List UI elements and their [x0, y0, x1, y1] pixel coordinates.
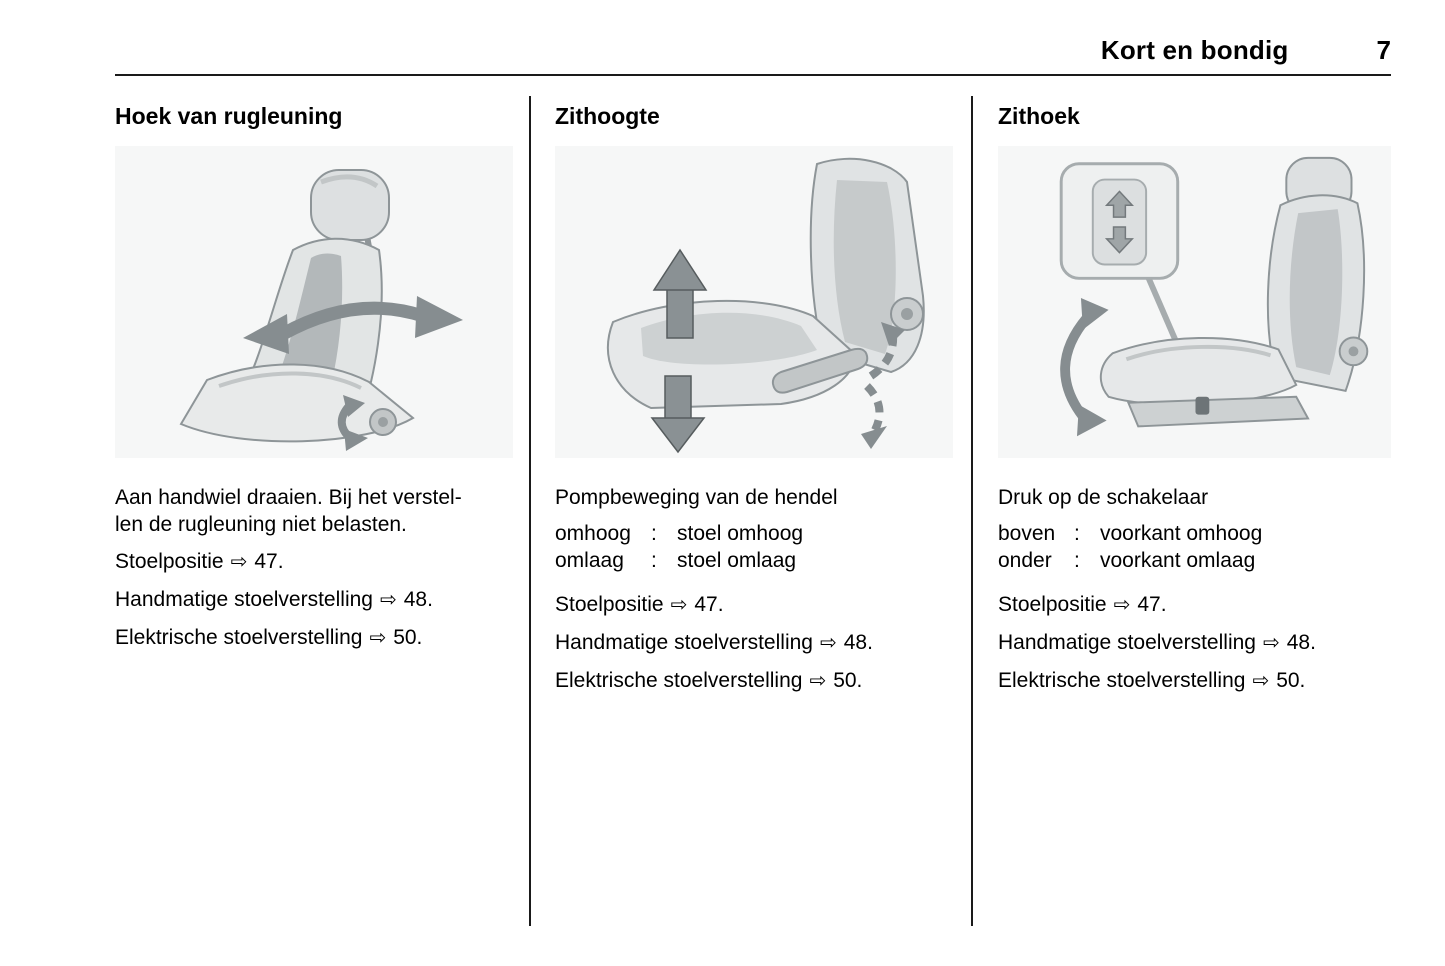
content-columns: Hoek van rugleuning [115, 96, 1391, 926]
def-colon: : [1074, 549, 1080, 572]
def-colon: : [651, 522, 657, 545]
seat-down-arrow-icon [650, 375, 706, 454]
ref-page: 50. [833, 669, 863, 692]
page-reference-stoelpositie: Stoelpositie ⇨ 47. [555, 591, 953, 619]
pump-lever [771, 347, 869, 394]
illustration-frame [115, 146, 513, 458]
column-separator [971, 96, 973, 926]
description-line: len de rugleuning niet belasten. [115, 513, 407, 536]
lead-text: Druk op de schakelaar [998, 486, 1209, 509]
handwheel-rotate-arrow-icon [337, 395, 368, 451]
ref-page: 47. [694, 593, 724, 616]
lead-text: Pompbeweging van de hendel [555, 486, 838, 509]
ref-page: 47. [254, 550, 284, 573]
def-colon: : [1074, 522, 1080, 545]
page-reference-stoelpositie: Stoelpositie ⇨ 47. [115, 548, 513, 576]
ref-page: 50. [1276, 669, 1306, 692]
ref-page: 50. [393, 626, 423, 649]
seat-switch-button [1195, 396, 1210, 415]
seat-base [1126, 395, 1310, 428]
ref-label: Elektrische stoelverstelling [998, 669, 1246, 692]
section-text: Pompbeweging van de hendel omhoog : stoe… [555, 484, 953, 695]
page-header: Kort en bondig 7 [115, 0, 1391, 76]
seat-up-arrow-icon [652, 248, 708, 339]
page-ref-arrow-icon: ⇨ [230, 551, 248, 573]
def-text: stoel omlaag [677, 549, 797, 572]
definition-row-boven: boven : voorkant omhoog [998, 520, 1391, 547]
seat-backrest-recline-illustration [115, 146, 513, 458]
ref-label: Stoelpositie [115, 550, 224, 573]
column-hoek-van-rugleuning: Hoek van rugleuning [115, 96, 513, 926]
backrest-panel [833, 180, 896, 354]
lever-pump-up-arrow-icon [868, 322, 905, 380]
ref-label: Handmatige stoelverstelling [998, 631, 1256, 654]
switch-down-arrow-icon [1104, 226, 1134, 254]
section-heading: Zithoek [998, 103, 1080, 129]
page-ref-arrow-icon: ⇨ [369, 627, 387, 649]
page-ref-arrow-icon: ⇨ [379, 589, 397, 611]
def-term: omlaag [555, 549, 624, 572]
ref-label: Handmatige stoelverstelling [555, 631, 813, 654]
definition-row-onder: onder : voorkant omlaag [998, 547, 1391, 574]
column-separator [529, 96, 531, 926]
ref-label: Handmatige stoelverstelling [115, 588, 373, 611]
section-text: Druk op de schakelaar boven : voorkant o… [998, 484, 1391, 695]
def-text: voorkant omlaag [1100, 549, 1256, 572]
section-heading: Hoek van rugleuning [115, 103, 343, 129]
page-ref-arrow-icon: ⇨ [670, 594, 688, 616]
chapter-title: Kort en bondig [1100, 35, 1289, 65]
column-zithoek: Zithoek [998, 96, 1391, 926]
page-ref-arrow-icon: ⇨ [809, 670, 827, 692]
lever-pump-down-arrow-icon [861, 383, 887, 449]
def-term: boven [998, 522, 1056, 545]
page-ref-arrow-icon: ⇨ [1113, 594, 1131, 616]
backrest-panel [1289, 209, 1343, 376]
section-heading: Zithoogte [555, 103, 660, 129]
page-reference-elektrische: Elektrische stoelverstelling ⇨ 50. [115, 624, 513, 652]
column-zithoogte: Zithoogte [555, 96, 953, 926]
definition-row-omhoog: omhoog : stoel omhoog [555, 520, 953, 547]
illustration-frame [555, 146, 953, 458]
ref-label: Elektrische stoelverstelling [555, 669, 803, 692]
description-line: Aan handwiel draaien. Bij het verstel- [115, 486, 462, 509]
illustration-frame [998, 146, 1391, 458]
ref-page: 47. [1137, 593, 1167, 616]
switch-rocker [1091, 178, 1148, 266]
page-reference-handmatige: Handmatige stoelverstelling ⇨ 48. [115, 586, 513, 614]
def-term: omhoog [555, 522, 631, 545]
page-ref-arrow-icon: ⇨ [1262, 632, 1280, 654]
page-number: 7 [1376, 35, 1391, 65]
tilt-switch [1059, 162, 1180, 280]
page-reference-handmatige: Handmatige stoelverstelling ⇨ 48. [555, 629, 953, 657]
tilt-double-arrow-icon [1060, 298, 1109, 437]
def-term: onder [998, 549, 1052, 572]
page-reference-elektrische: Elektrische stoelverstelling ⇨ 50. [555, 667, 953, 695]
ref-page: 48. [403, 588, 433, 611]
definition-row-omlaag: omlaag : stoel omlaag [555, 547, 953, 574]
ref-page: 48. [843, 631, 873, 654]
page-reference-handmatige: Handmatige stoelverstelling ⇨ 48. [998, 629, 1391, 657]
page-ref-arrow-icon: ⇨ [1252, 670, 1270, 692]
recline-double-arrow-icon [243, 296, 463, 354]
def-text: voorkant omhoog [1100, 522, 1263, 545]
ref-label: Stoelpositie [555, 593, 664, 616]
page-reference-elektrische: Elektrische stoelverstelling ⇨ 50. [998, 667, 1391, 695]
page-ref-arrow-icon: ⇨ [819, 632, 837, 654]
def-colon: : [651, 549, 657, 572]
ref-label: Stoelpositie [998, 593, 1107, 616]
page-reference-stoelpositie: Stoelpositie ⇨ 47. [998, 591, 1391, 619]
ref-label: Elektrische stoelverstelling [115, 626, 363, 649]
switch-up-arrow-icon [1104, 190, 1134, 218]
ref-page: 48. [1286, 631, 1316, 654]
section-text: Aan handwiel draaien. Bij het verstel- l… [115, 484, 513, 652]
seat-tilt-switch-illustration [998, 147, 1391, 457]
def-text: stoel omhoog [677, 522, 804, 545]
seat-height-pump-lever-illustration [555, 146, 953, 458]
